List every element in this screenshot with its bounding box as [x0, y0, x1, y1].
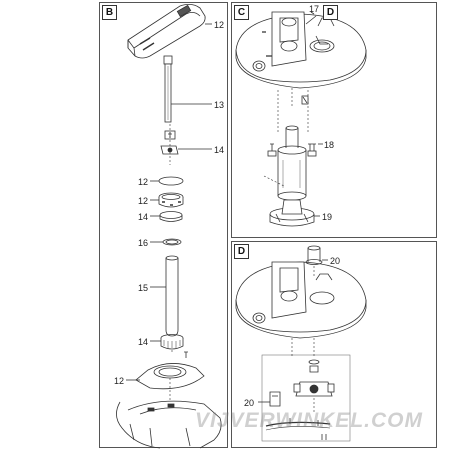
lamp-socket-assembly: [293, 381, 335, 397]
callout-20-gasket: 20: [244, 398, 255, 408]
callout-14-lower-ring: 14: [138, 337, 149, 347]
housing-lid-section: [116, 363, 222, 449]
panel-label-d: D: [234, 244, 249, 259]
callout-15-sleeve: 15: [138, 283, 149, 293]
callout-14-ring: 14: [138, 212, 149, 222]
callout-12-oring: 12: [138, 177, 149, 187]
uvc-lamp-tube: [164, 63, 172, 123]
union-nut-small: [158, 192, 184, 208]
panel-label-c: C: [234, 5, 249, 20]
panel-label-b: B: [102, 5, 117, 20]
quartz-glass-sleeve: [165, 255, 179, 337]
callout-12-nut: 12: [138, 196, 149, 206]
callout-18-screws: 18: [324, 140, 335, 150]
callout-20-adapter: 20: [330, 256, 341, 266]
filter-lid-d: [235, 261, 367, 339]
callout-12-lid: 12: [114, 376, 125, 386]
holder-base-c: [269, 199, 315, 227]
lamp-holder-c: [277, 125, 307, 201]
panel-c-reference-d: D: [323, 5, 338, 20]
callout-19-base: 19: [322, 212, 333, 222]
filter-lid-c: [235, 11, 367, 89]
callout-14-holder: 14: [214, 145, 225, 155]
uvc-lamp-housing: [127, 4, 206, 59]
watermark: VIJVERWINKEL.COM: [195, 409, 423, 432]
adapter-part: [305, 245, 323, 265]
callout-16-oring: 16: [138, 238, 149, 248]
callout-12-lamp-housing: 12: [214, 20, 225, 30]
callout-17: 17: [309, 4, 320, 14]
callout-13-lamp: 13: [214, 100, 225, 110]
